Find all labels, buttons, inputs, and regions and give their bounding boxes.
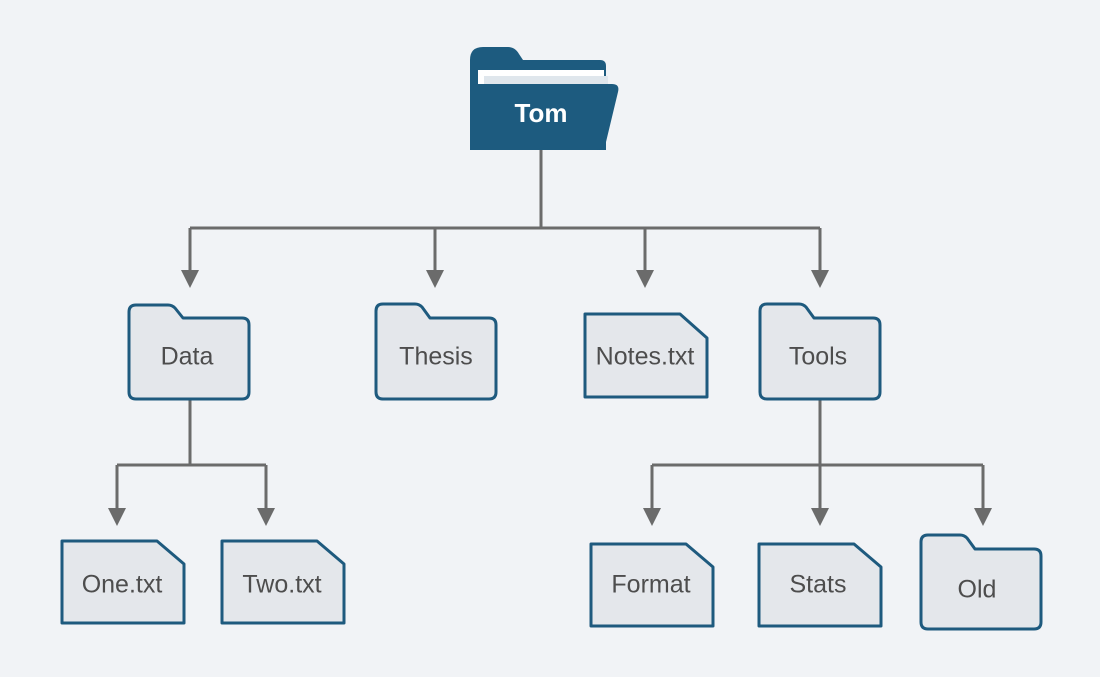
file-node-stats[interactable]: Stats: [757, 542, 883, 628]
folder-icon: [758, 302, 882, 401]
file-icon: [589, 542, 715, 628]
arrowhead-thesis: [426, 270, 444, 288]
file-label-notes: Notes.txt: [596, 343, 695, 371]
folder-label-tools: Tools: [789, 343, 847, 371]
folder-node-data[interactable]: Data: [127, 303, 251, 401]
file-icon: [757, 542, 883, 628]
file-icon: [220, 539, 346, 625]
file-icon: [60, 539, 186, 625]
folder-icon: [919, 533, 1043, 631]
file-label-two: Two.txt: [242, 571, 321, 599]
root-folder-node[interactable]: Tom: [470, 47, 619, 150]
file-node-notes[interactable]: Notes.txt: [583, 312, 709, 399]
arrowhead-old: [974, 508, 992, 526]
root-folder-label: Tom: [515, 98, 568, 128]
folder-node-old[interactable]: Old: [919, 533, 1043, 631]
file-node-format[interactable]: Format: [589, 542, 715, 628]
arrowhead-two: [257, 508, 275, 526]
folder-node-thesis[interactable]: Thesis: [374, 302, 498, 401]
folder-label-data: Data: [161, 343, 214, 371]
folder-icon: [374, 302, 498, 401]
folder-open-icon: [470, 47, 619, 150]
arrowhead-notes: [636, 270, 654, 288]
connectors: [108, 150, 992, 526]
file-label-format: Format: [611, 571, 690, 599]
folder-icon: [127, 303, 251, 401]
file-icon: [583, 312, 709, 399]
arrowhead-data: [181, 270, 199, 288]
arrowhead-format: [643, 508, 661, 526]
file-node-one[interactable]: One.txt: [60, 539, 186, 625]
file-label-one: One.txt: [82, 571, 163, 599]
arrowhead-stats: [811, 508, 829, 526]
folder-node-tools[interactable]: Tools: [758, 302, 882, 401]
arrowhead-tools: [811, 270, 829, 288]
folder-label-thesis: Thesis: [399, 343, 473, 371]
file-label-stats: Stats: [790, 571, 847, 599]
arrowhead-one: [108, 508, 126, 526]
folder-label-old: Old: [958, 576, 997, 604]
file-node-two[interactable]: Two.txt: [220, 539, 346, 625]
